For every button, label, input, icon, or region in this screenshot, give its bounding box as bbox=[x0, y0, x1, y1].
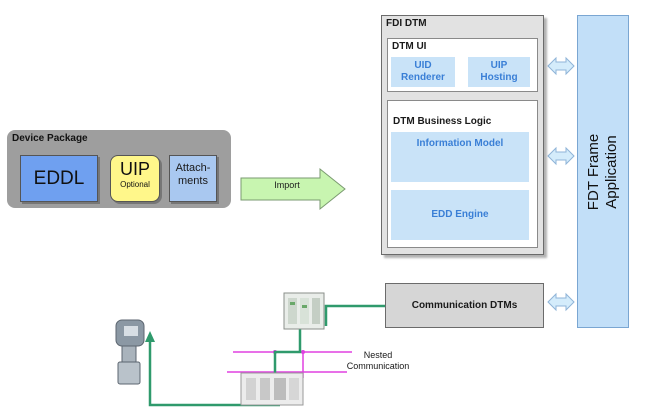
uip-hosting-line1: UIP bbox=[490, 60, 508, 71]
attachments-document: Attach- ments bbox=[169, 155, 217, 202]
double-arrow-dtm-ui bbox=[547, 56, 575, 76]
double-arrow-business-logic bbox=[547, 146, 575, 166]
network-line-comm bbox=[324, 304, 385, 326]
fdt-frame-application-label: FDT Frame Application bbox=[577, 15, 629, 328]
information-model-box: Information Model bbox=[391, 132, 529, 182]
network-arrow-head bbox=[145, 331, 155, 342]
nested-label-line1: Nested bbox=[363, 350, 393, 360]
import-arrow bbox=[240, 167, 346, 211]
uid-renderer-box: UID Renderer bbox=[391, 57, 455, 87]
frame-label-line1: FDT Frame bbox=[585, 133, 602, 210]
pressure-transmitter-icon bbox=[115, 319, 145, 385]
uip-document: UIP Optional bbox=[110, 155, 160, 202]
eddl-document: EDDL bbox=[20, 155, 98, 202]
import-label: Import bbox=[274, 180, 300, 190]
uip-optional-label: Optional bbox=[120, 180, 150, 189]
remote-io-device-icon bbox=[240, 372, 304, 406]
device-package-title: Device Package bbox=[12, 133, 88, 144]
dtm-ui-title: DTM UI bbox=[392, 41, 427, 52]
nested-communication-label: Nested Communication bbox=[333, 350, 423, 372]
double-arrow-communication bbox=[547, 292, 575, 312]
nested-label-line2: Communication bbox=[346, 361, 410, 371]
uip-hosting-line2: Hosting bbox=[480, 72, 518, 83]
communication-dtms-box: Communication DTMs bbox=[385, 283, 544, 328]
frame-label-line2: Application bbox=[603, 134, 620, 209]
attachments-label-line2: ments bbox=[178, 175, 208, 187]
attachments-label-line1: Attach- bbox=[175, 162, 211, 174]
uip-label: UIP bbox=[119, 159, 150, 179]
network-line-transmitter bbox=[148, 336, 280, 407]
edd-engine-box: EDD Engine bbox=[391, 190, 529, 240]
dtm-business-logic-title: DTM Business Logic bbox=[393, 116, 492, 127]
controller-device-icon bbox=[283, 292, 325, 330]
uid-renderer-line1: UID bbox=[414, 60, 432, 71]
fdi-dtm-title: FDI DTM bbox=[386, 18, 427, 29]
fdt-frame-application-box bbox=[577, 15, 629, 328]
uip-hosting-box: UIP Hosting bbox=[468, 57, 530, 87]
bus-node-2 bbox=[301, 350, 305, 354]
uid-renderer-line2: Renderer bbox=[401, 72, 445, 83]
